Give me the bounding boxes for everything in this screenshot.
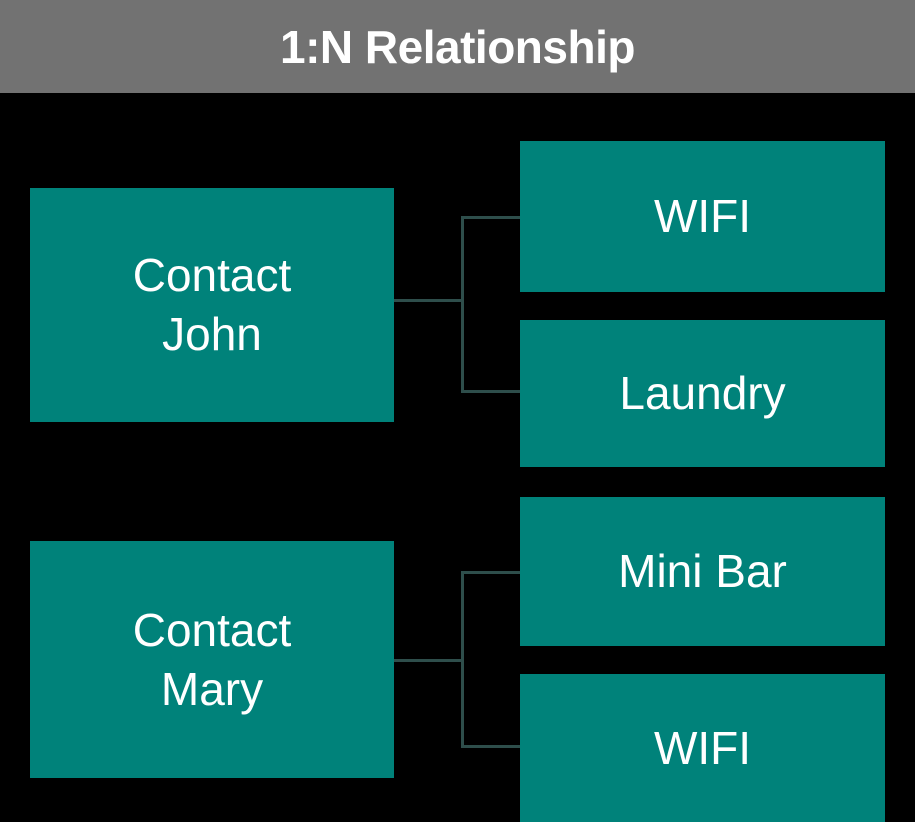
node-wifi-2[interactable]: WIFI (520, 674, 885, 822)
connector-john-to-wifi (461, 216, 521, 219)
connector-mary-to-minibar (461, 571, 521, 574)
page-title: 1:N Relationship (280, 20, 635, 73)
node-contact-mary[interactable]: Contact Mary (30, 541, 394, 778)
connector-mary-trunk (394, 659, 463, 662)
connector-john-to-laundry (461, 390, 521, 393)
connector-mary-to-wifi (461, 745, 521, 748)
node-laundry[interactable]: Laundry (520, 320, 885, 467)
node-mini-bar[interactable]: Mini Bar (520, 497, 885, 646)
node-wifi-1[interactable]: WIFI (520, 141, 885, 292)
connector-john-trunk (394, 299, 463, 302)
title-bar: 1:N Relationship (0, 0, 915, 93)
connector-john-spine (461, 216, 464, 393)
connector-mary-spine (461, 571, 464, 748)
node-contact-john[interactable]: Contact John (30, 188, 394, 422)
